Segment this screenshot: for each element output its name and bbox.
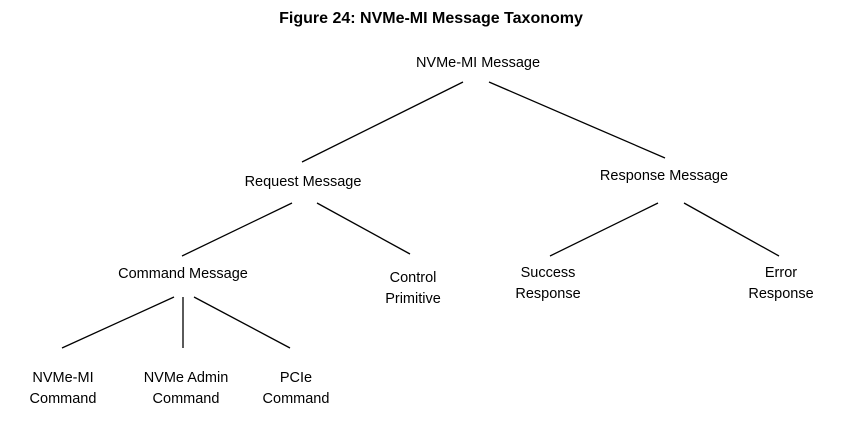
- node-label-line2: Command: [29, 391, 97, 407]
- node-label-line2: Command: [152, 391, 220, 407]
- node-label-line1: Error: [764, 265, 798, 281]
- node-label-line2: Response: [515, 286, 581, 302]
- node-label: Response Message: [599, 168, 729, 184]
- node-label-line2: Response: [748, 286, 814, 302]
- edge-root-to-request: [301, 81, 464, 163]
- node-error-response: Error Response: [691, 263, 847, 305]
- node-nvme-mi-command: NVMe-MI Command: [0, 368, 153, 410]
- edge-response-to-success: [549, 202, 659, 257]
- node-nvme-mi-message: NVMe-MI Message: [388, 53, 568, 74]
- edge-command-to-pcie: [193, 296, 291, 349]
- node-label-line2: Command: [262, 391, 330, 407]
- node-label-line1: Control: [389, 270, 437, 286]
- node-label: NVMe-MI Message: [415, 55, 541, 71]
- node-label: Command Message: [118, 266, 248, 282]
- edge-command-to-nvme-mi: [61, 296, 175, 349]
- node-pcie-command: PCIe Command: [206, 368, 386, 410]
- node-success-response: Success Response: [458, 263, 638, 305]
- node-command-message: Command Message: [93, 264, 273, 285]
- node-label-line2: Primitive: [385, 291, 441, 307]
- node-label-line1: NVMe-MI: [32, 370, 94, 386]
- node-label-line1: Success: [520, 265, 576, 281]
- edge-root-to-response: [488, 81, 666, 159]
- edge-response-to-error: [683, 202, 780, 257]
- node-control-primitive: Control Primitive: [323, 268, 503, 310]
- node-label-line1: PCIe: [279, 370, 313, 386]
- node-label: Request Message: [244, 174, 362, 190]
- node-request-message: Request Message: [213, 172, 393, 193]
- figure-title: Figure 24: NVMe-MI Message Taxonomy: [279, 10, 583, 27]
- edge-request-to-command: [181, 202, 293, 257]
- node-response-message: Response Message: [574, 166, 754, 187]
- edge-request-to-control: [316, 202, 411, 255]
- node-label-line1: NVMe Admin: [143, 370, 229, 386]
- node-nvme-admin-command: NVMe Admin Command: [96, 368, 276, 410]
